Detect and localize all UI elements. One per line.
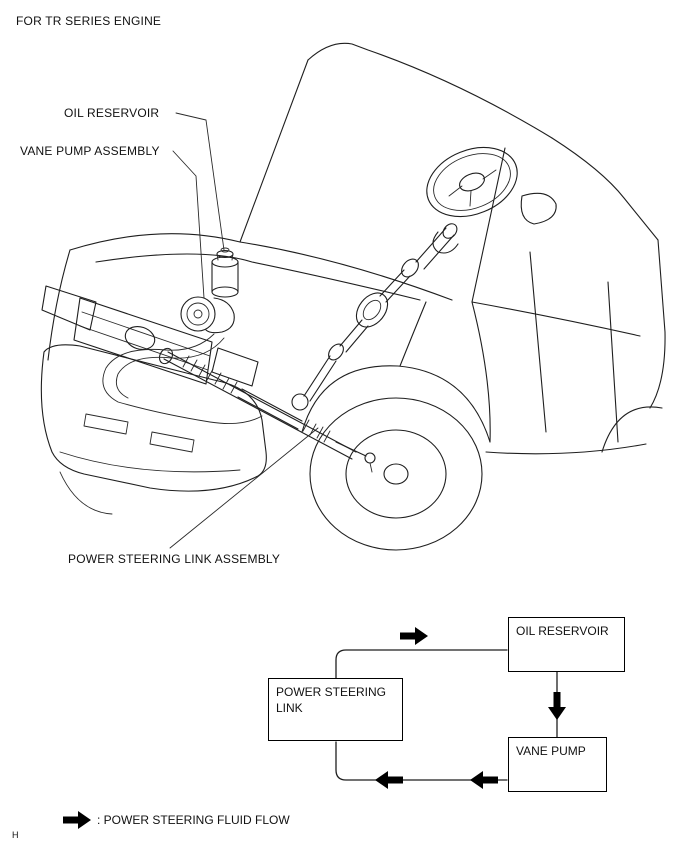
flow-box-vane-pump: VANE PUMP bbox=[508, 737, 607, 792]
flow-box-oil-reservoir: OIL RESERVOIR bbox=[508, 617, 625, 672]
legend: : POWER STEERING FLUID FLOW bbox=[62, 811, 290, 829]
flow-arrow-left-icon-2 bbox=[375, 771, 403, 789]
callout-power-steering-link-assembly: POWER STEERING LINK ASSEMBLY bbox=[68, 552, 281, 566]
flow-arrow-right-icon bbox=[400, 627, 428, 645]
callout-leader-lines bbox=[169, 112, 319, 549]
page-footnote: H bbox=[12, 830, 19, 840]
fluid-flow-arrow-icon bbox=[63, 811, 91, 829]
page-title: FOR TR SERIES ENGINE bbox=[16, 14, 162, 28]
callout-oil-reservoir: OIL RESERVOIR bbox=[64, 106, 160, 120]
flow-arrow-down-icon bbox=[548, 692, 566, 720]
flow-arrow-left-icon bbox=[470, 771, 498, 789]
steering-system-art bbox=[102, 146, 518, 473]
flow-box-power-steering-link-label: POWER STEERING LINK bbox=[276, 685, 387, 715]
flow-box-power-steering-link: POWER STEERING LINK bbox=[268, 678, 403, 741]
vehicle-body-art bbox=[40, 42, 666, 551]
callout-vane-pump-assembly: VANE PUMP ASSEMBLY bbox=[20, 144, 160, 158]
flow-box-oil-reservoir-label: OIL RESERVOIR bbox=[516, 624, 609, 638]
flow-box-vane-pump-label: VANE PUMP bbox=[516, 744, 586, 758]
legend-label: : POWER STEERING FLUID FLOW bbox=[97, 813, 290, 827]
